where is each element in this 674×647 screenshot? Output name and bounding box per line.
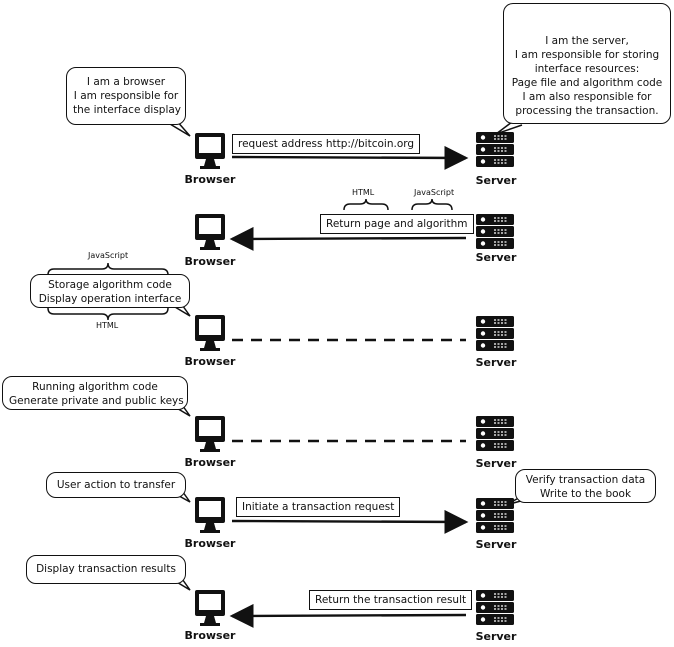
- bubble-line: the interface display: [73, 104, 182, 116]
- server-rack-icon: [476, 498, 514, 533]
- message-return-result: Return the transaction result: [309, 590, 473, 610]
- arrow-return-page: [229, 226, 467, 251]
- brace-html: [343, 198, 389, 211]
- browser-label: Browser: [184, 255, 236, 268]
- bubble-line: Running algorithm code: [32, 381, 158, 393]
- server-rack-icon: [476, 316, 514, 351]
- bubble-line: I am a browser: [86, 76, 166, 88]
- server-label: Server: [475, 174, 517, 187]
- brace-javascript: [411, 198, 453, 211]
- arrow-return-result: [229, 603, 467, 628]
- server-bubble-1: I am the server, I am responsible for st…: [503, 3, 671, 124]
- server-bubble-5: Verify transaction data Write to the boo…: [515, 469, 656, 503]
- bubble-line: User action to transfer: [56, 479, 176, 491]
- server-rack-icon: [476, 132, 514, 167]
- browser-monitor-icon: [195, 416, 225, 452]
- browser-monitor-icon: [195, 590, 225, 626]
- bubble-line: Storage algorithm code: [48, 279, 172, 291]
- browser-label: Browser: [184, 629, 236, 642]
- browser-label: Browser: [184, 355, 236, 368]
- browser-monitor-icon: [195, 214, 225, 250]
- bubble-line: Write to the book: [539, 488, 632, 500]
- server-rack-icon: [476, 590, 514, 625]
- browser-bubble-6: Display transaction results: [26, 555, 186, 584]
- message-initiate-transaction: Initiate a transaction request: [236, 497, 401, 517]
- brace-label-html: HTML: [352, 188, 375, 197]
- bubble-line: I am also responsible for: [522, 91, 652, 103]
- server-rack-icon: [476, 416, 514, 451]
- bubble-line: processing the transaction.: [515, 105, 659, 117]
- browser-monitor-icon: [195, 133, 225, 169]
- brace-javascript-top: [47, 262, 169, 276]
- bubble-line: I am the server,: [545, 35, 629, 47]
- server-label: Server: [475, 630, 517, 643]
- server-label: Server: [475, 356, 517, 369]
- browser-monitor-icon: [195, 315, 225, 351]
- browser-monitor-icon: [195, 497, 225, 533]
- brace-html-bottom: [47, 307, 169, 321]
- browser-label: Browser: [184, 173, 236, 186]
- server-label: Server: [475, 538, 517, 551]
- arrow-request-address: [231, 145, 469, 170]
- arrow-initiate-transaction: [231, 509, 469, 534]
- browser-label: Browser: [184, 537, 236, 550]
- bubble-line: interface resources:: [534, 63, 640, 75]
- bubble-line: Display transaction results: [36, 563, 176, 575]
- brace-label-javascript: JavaScript: [414, 188, 455, 197]
- browser-bubble-3: Storage algorithm code Display operation…: [30, 274, 190, 308]
- server-label: Server: [475, 251, 517, 264]
- brace-label-html-bottom: HTML: [96, 321, 119, 330]
- bubble-line: I am responsible for storing: [514, 49, 660, 61]
- bubble-line: Verify transaction data: [525, 474, 646, 486]
- browser-bubble-5: User action to transfer: [46, 472, 186, 498]
- brace-label-javascript-top: JavaScript: [88, 251, 129, 260]
- server-rack-icon: [476, 214, 514, 249]
- bubble-line: Display operation interface: [38, 293, 182, 305]
- bubble-line: Page file and algorithm code: [511, 77, 663, 89]
- browser-bubble-1: I am a browser I am responsible for the …: [66, 67, 186, 125]
- message-return-page: Return page and algorithm: [320, 214, 474, 234]
- browser-label: Browser: [184, 456, 236, 469]
- bubble-line: I am responsible for: [73, 90, 179, 102]
- bubble-line: Generate private and public keys: [9, 395, 184, 407]
- browser-bubble-4: Running algorithm code Generate private …: [2, 376, 188, 410]
- server-label: Server: [475, 457, 517, 470]
- message-request-address: request address http://bitcoin.org: [232, 134, 421, 154]
